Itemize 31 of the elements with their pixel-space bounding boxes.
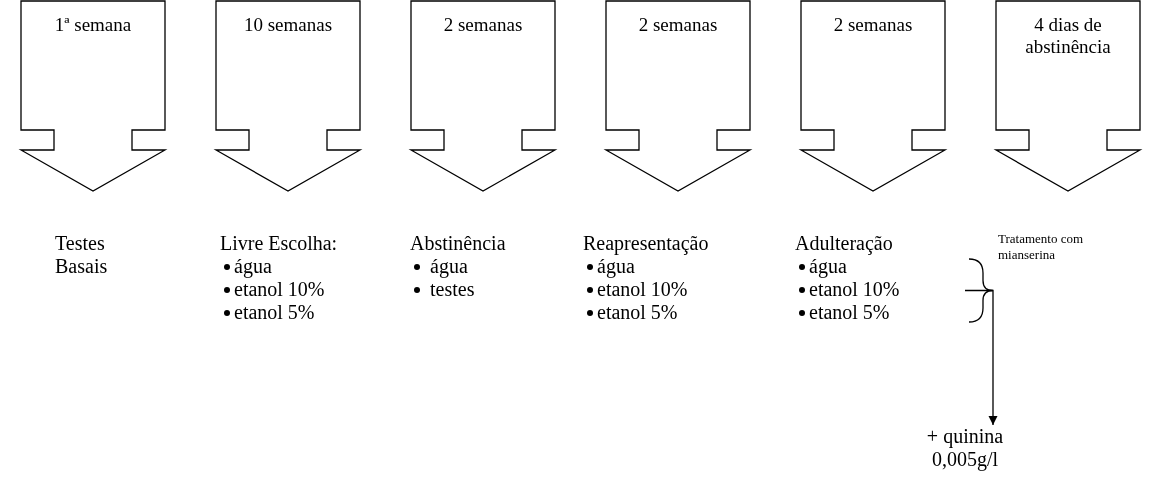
down-arrow-callout — [20, 0, 166, 192]
bullet-item: água — [220, 255, 370, 278]
bullet-item: testes — [410, 278, 570, 301]
bullet-item: etanol 10% — [795, 278, 965, 301]
bullet-item: etanol 5% — [220, 301, 370, 324]
bullet-item: água — [410, 255, 570, 278]
phase-label: Abstinência — [410, 232, 507, 255]
down-arrow-callout — [215, 0, 361, 192]
phase-label: + quinina 0,005g/l — [925, 425, 1005, 471]
bullet-item: água — [583, 255, 773, 278]
phase-label: Livre Escolha: — [220, 232, 339, 255]
bullet-item: etanol 5% — [795, 301, 965, 324]
phase-label: Tratamento com mianserina — [998, 231, 1085, 263]
bullet-item: etanol 5% — [583, 301, 773, 324]
period-label: 2 semanas — [832, 14, 914, 36]
bullet-item: água — [795, 255, 965, 278]
arrow — [964, 289, 998, 426]
period-label: 1ª semana — [53, 14, 133, 36]
phase-label: Reapresentação — [583, 232, 710, 255]
period-label: 2 semanas — [442, 14, 524, 36]
period-label: 10 semanas — [242, 14, 334, 36]
down-arrow-callout — [995, 0, 1141, 192]
period-label: 4 dias de abstinência — [1024, 14, 1112, 58]
phase-label: Adulteração — [795, 232, 894, 255]
bullet-item: etanol 10% — [583, 278, 773, 301]
period-label: 2 semanas — [637, 14, 719, 36]
phase-label: Testes Basais — [55, 232, 109, 278]
down-arrow-callout — [605, 0, 751, 192]
down-arrow-callout — [800, 0, 946, 192]
down-arrow-callout — [410, 0, 556, 192]
bullet-item: etanol 10% — [220, 278, 370, 301]
